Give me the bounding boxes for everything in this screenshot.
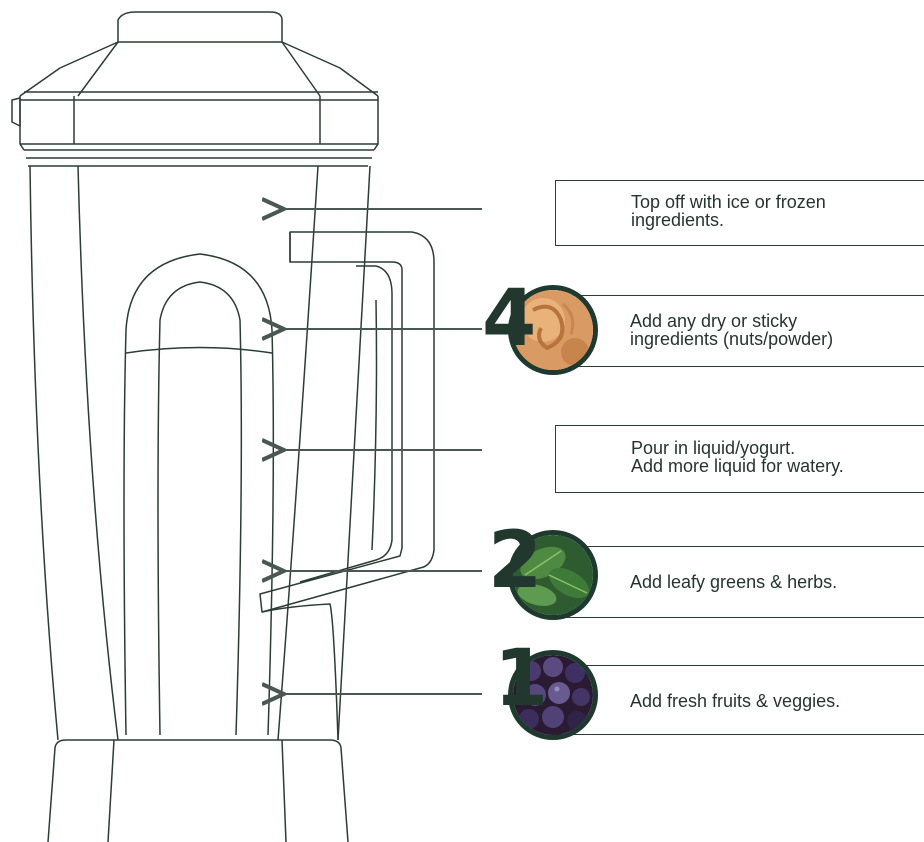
step-text-greens: Add leafy greens & herbs.	[630, 573, 922, 591]
step-box-fruits: Add fresh fruits & veggies.	[555, 665, 924, 735]
step-text-fruits: Add fresh fruits & veggies.	[630, 692, 922, 710]
step-box-ice: Top off with ice or frozen ingredients.	[555, 180, 924, 246]
step-box-greens: Add leafy greens & herbs.	[555, 546, 924, 618]
step-text-ice: Top off with ice or frozen ingredients.	[631, 193, 922, 229]
step-text-liquid: Pour in liquid/yogurt. Add more liquid f…	[631, 439, 922, 475]
step-number-4: 4	[482, 280, 536, 358]
step-box-liquid: Pour in liquid/yogurt. Add more liquid f…	[555, 425, 924, 493]
step-box-dry: Add any dry or sticky ingredients (nuts/…	[555, 295, 924, 367]
step-number-1: 1	[494, 640, 548, 718]
step-text-dry: Add any dry or sticky ingredients (nuts/…	[630, 312, 922, 348]
step-number-2: 2	[488, 522, 542, 600]
